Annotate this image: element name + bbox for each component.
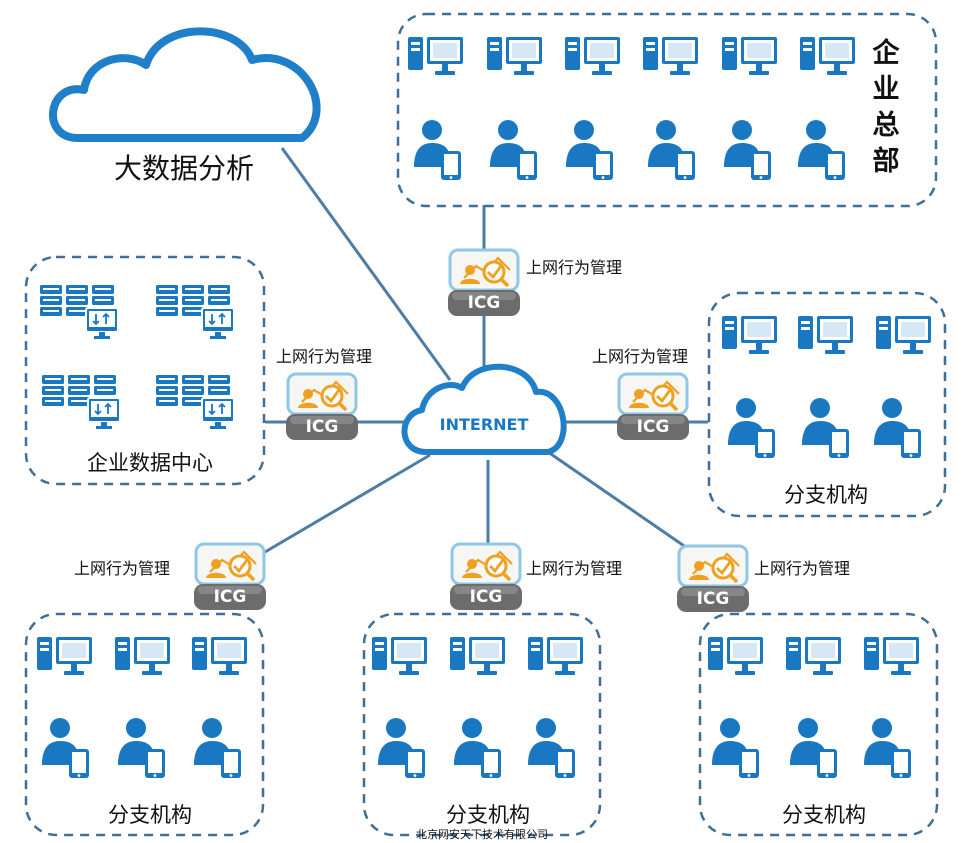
icg-device-label: ICG (306, 417, 339, 437)
server-rack-icon (156, 285, 234, 339)
computer-icon (528, 637, 583, 675)
computer-icon (800, 37, 855, 75)
branch-dashed-box (362, 612, 602, 837)
computer-icon (37, 637, 92, 675)
computer-icon (876, 316, 931, 354)
hq-dashed-box (396, 12, 938, 208)
icg-caption: 上网行为管理 (276, 347, 372, 366)
computer-icon (786, 637, 841, 675)
branch-bottom-left-group: 分支机构 (24, 612, 265, 837)
branch-dashed-box (707, 291, 947, 518)
user-icon (118, 718, 165, 778)
icg-branch-bottom-left: ICG 上网行为管理 (74, 542, 268, 612)
user-icon (566, 120, 613, 180)
user-icon (712, 718, 759, 778)
user-icon (528, 718, 575, 778)
computer-icon (408, 37, 463, 75)
link-bigdata-internet (280, 147, 452, 381)
branch-bottom-right-group: 分支机构 (698, 612, 939, 837)
datacenter-group: 企业数据中心 (24, 255, 266, 486)
icg-caption: 上网行为管理 (592, 347, 688, 366)
icg-caption: 上网行为管理 (74, 559, 170, 578)
icg-device-label: ICG (637, 417, 670, 437)
icg-caption: 上网行为管理 (526, 559, 622, 578)
branch-label: 分支机构 (446, 803, 530, 827)
icg-branch-bottom-middle: ICG 上网行为管理 (448, 542, 622, 612)
internet-node: INTERNET (401, 363, 567, 455)
user-icon (728, 398, 775, 458)
branch-bottom-middle-group: 分支机构 (362, 612, 602, 837)
user-icon (864, 718, 911, 778)
icg-device-label: ICG (468, 293, 501, 313)
user-icon (454, 718, 501, 778)
datacenter-dashed-box (24, 255, 266, 486)
computer-icon (722, 37, 777, 75)
user-icon (802, 398, 849, 458)
server-rack-icon (156, 375, 234, 429)
hq-label-char: 总 (873, 110, 900, 141)
branch-label: 分支机构 (782, 803, 866, 827)
user-icon (194, 718, 241, 778)
computer-icon (643, 37, 698, 75)
branch-dashed-box (24, 612, 265, 837)
internet-label: INTERNET (440, 415, 529, 434)
icg-datacenter: ICG 上网行为管理 (276, 347, 372, 442)
icg-hq: ICG 上网行为管理 (446, 248, 622, 318)
cloud-icon (49, 27, 321, 142)
internet-cloud-icon (401, 363, 567, 455)
big-data-node: 大数据分析 (49, 27, 321, 185)
server-rack-icon (42, 375, 120, 429)
icg-caption: 上网行为管理 (526, 258, 622, 277)
icg-branch-bottom-right: ICG 上网行为管理 (675, 544, 850, 614)
datacenter-label: 企业数据中心 (87, 451, 213, 475)
user-icon (414, 120, 461, 180)
user-icon (874, 398, 921, 458)
big-data-label: 大数据分析 (114, 152, 254, 185)
computer-icon (565, 37, 620, 75)
icg-caption: 上网行为管理 (754, 559, 850, 578)
user-icon (490, 120, 537, 180)
computer-icon (115, 637, 170, 675)
branch-dashed-box (698, 612, 939, 837)
link-internet-branch-bottom-right (547, 450, 691, 552)
hq-group: 企 业 总 部 (396, 12, 938, 208)
icg-device-label: ICG (214, 587, 247, 607)
user-icon (378, 718, 425, 778)
server-rack-icon (40, 285, 118, 339)
computer-icon (450, 637, 505, 675)
icg-device-label: ICG (697, 589, 730, 609)
computer-icon (864, 637, 919, 675)
icg-branch-right: ICG 上网行为管理 (592, 347, 691, 442)
hq-label-char: 部 (873, 145, 900, 177)
hq-label-char: 企 (873, 37, 901, 69)
branch-label: 分支机构 (108, 803, 192, 827)
branch-label: 分支机构 (784, 483, 868, 507)
user-icon (42, 718, 89, 778)
user-icon (724, 120, 771, 180)
branch-right-group: 分支机构 (707, 291, 947, 518)
watermark: 北京网安天下技术有限公司 (416, 827, 548, 841)
computer-icon (722, 316, 777, 354)
user-icon (790, 718, 837, 778)
user-icon (798, 120, 845, 180)
link-internet-branch-left (264, 453, 431, 554)
computer-icon (192, 637, 247, 675)
computer-icon (372, 637, 427, 675)
computer-icon (708, 637, 763, 675)
user-icon (648, 120, 695, 180)
computer-icon (487, 37, 542, 75)
hq-label-char: 业 (873, 74, 900, 105)
computer-icon (798, 316, 853, 354)
icg-device-label: ICG (470, 587, 503, 607)
